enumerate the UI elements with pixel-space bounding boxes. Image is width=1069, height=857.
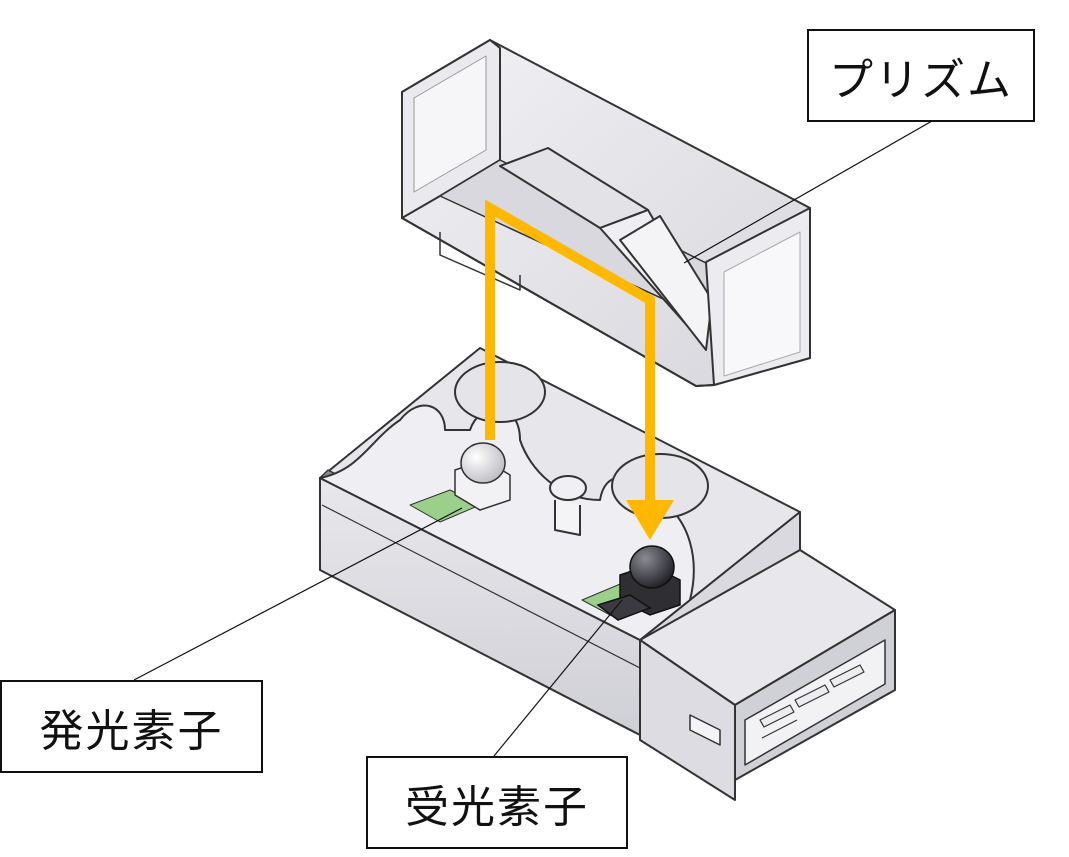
emitter-label: 発光素子 — [0, 680, 263, 773]
light-path-line — [485, 199, 655, 500]
prism-label: プリズム — [807, 29, 1035, 122]
light-path — [485, 199, 655, 500]
leader-line-prism — [683, 120, 933, 264]
emitter-element — [454, 442, 511, 511]
prism-part — [401, 39, 811, 387]
arrow-down-icon — [626, 500, 674, 540]
leader-line-receiver — [493, 599, 623, 757]
connector-pins — [759, 664, 865, 739]
leader-lines — [133, 120, 933, 757]
receiver-label: 受光素子 — [366, 756, 628, 849]
connector-part — [639, 549, 896, 801]
leader-line-emitter — [133, 507, 463, 681]
